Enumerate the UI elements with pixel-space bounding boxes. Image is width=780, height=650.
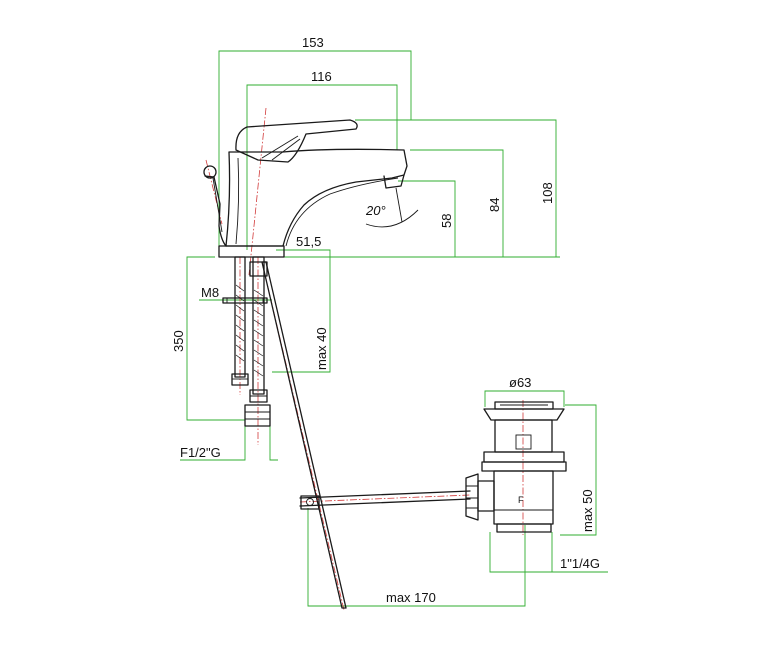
dim-1-1-4g-label: 1"1/4G [560,556,600,571]
dim-108-label: 108 [540,182,555,204]
dim-max-50-label: max 50 [580,489,595,532]
dim-max-170-label: max 170 [386,590,436,605]
dim-63-label: ø63 [509,375,531,390]
dim-m8-label: M8 [201,285,219,300]
dim-20-degree-label: 20° [365,203,386,218]
pop-up-rod [261,261,471,609]
dim-153-label: 153 [302,35,324,50]
dimension-labels: 153 116 51,5 20° M8 F1/2"G ø63 1"1/4G ma… [171,35,600,605]
waste-valve: F [465,401,567,533]
dim-f12g-label: F1/2"G [180,445,221,460]
dimension-lines [180,50,608,607]
dim-84-label: 84 [487,198,502,212]
supply-hoses [222,256,271,427]
dim-51-5-label: 51,5 [296,234,321,249]
waste-mark: F [518,495,524,505]
dim-116-label: 116 [311,69,332,84]
dim-350-label: 350 [171,330,186,352]
dim-58-label: 58 [439,214,454,228]
faucet-body [203,119,419,258]
dim-max-40-label: max 40 [314,327,329,370]
